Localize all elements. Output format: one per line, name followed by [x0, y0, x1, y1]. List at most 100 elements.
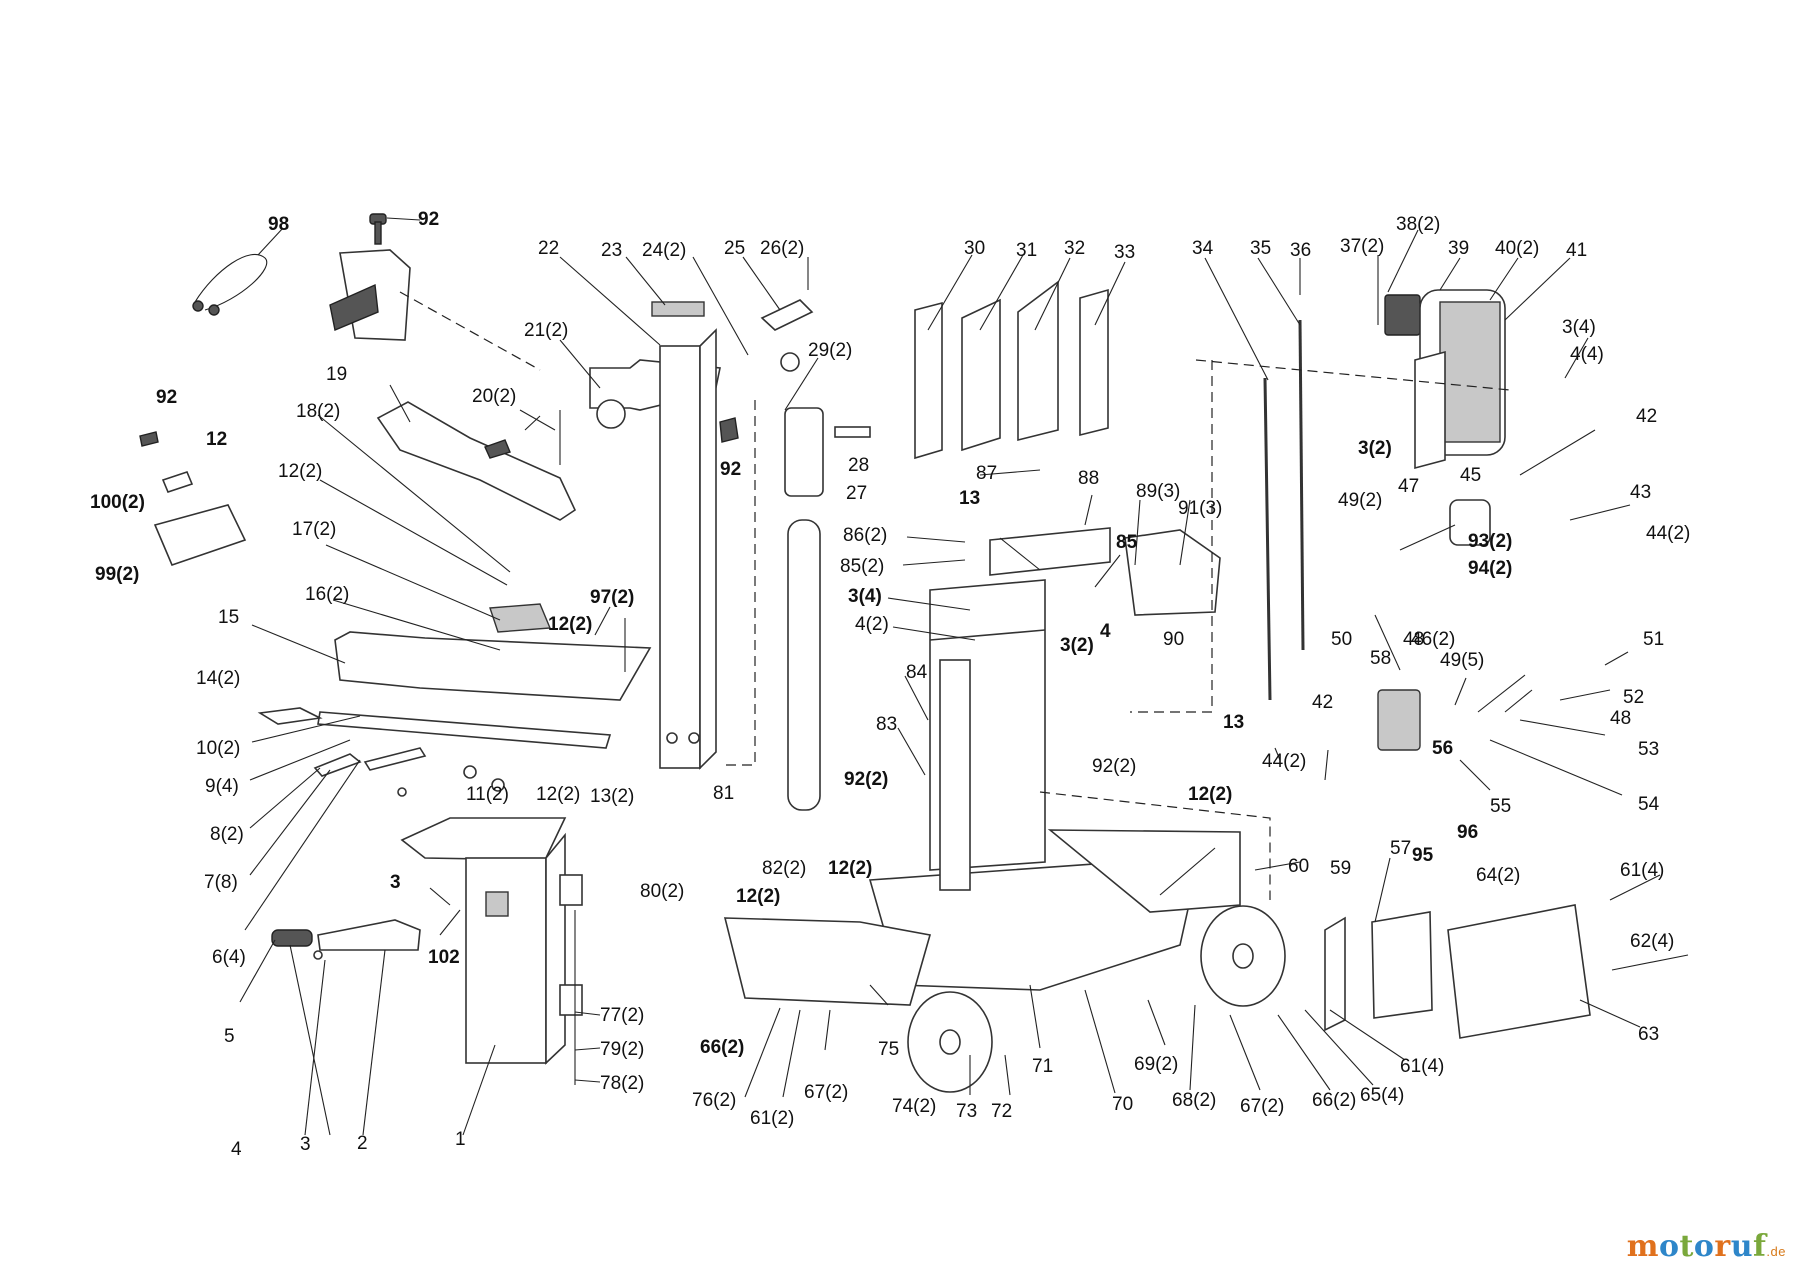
callout-label: 92 [156, 387, 177, 408]
callout-label: 67(2) [804, 1082, 848, 1103]
callout-label: 90 [1163, 629, 1184, 650]
callout-label: 40(2) [1495, 238, 1539, 259]
callout-label: 83 [876, 714, 897, 735]
brand-letter: o [1659, 1229, 1680, 1264]
callout-label: 42 [1636, 406, 1657, 427]
callout-label: 20(2) [472, 386, 516, 407]
brand-letter: o [1693, 1229, 1715, 1264]
callout-label: 46(2) [1411, 629, 1455, 650]
callout-label: 92 [720, 459, 741, 480]
callout-label: 89(3) [1136, 481, 1180, 502]
callout-label: 3 [300, 1134, 311, 1155]
callout-label: 58 [1370, 648, 1391, 669]
callout-label: 92(2) [844, 769, 888, 790]
callout-label: 52 [1623, 687, 1644, 708]
callout-label: 48 [1610, 708, 1631, 729]
callout-labels: 98 92 22 23 24(2) 25 26(2) 30 31 32 33 3… [90, 209, 1690, 1160]
callout-label: 92(2) [1092, 756, 1136, 777]
callout-label: 53 [1638, 739, 1659, 760]
callout-label: 3(4) [1562, 317, 1596, 338]
callout-label: 67(2) [1240, 1096, 1284, 1117]
callout-label: 8(2) [210, 824, 244, 845]
callout-label: 4 [231, 1139, 242, 1160]
brand-letter: m [1626, 1229, 1659, 1264]
callout-label: 18(2) [296, 401, 340, 422]
callout-label: 21(2) [524, 320, 568, 341]
callout-label: 13(2) [590, 786, 634, 807]
callout-label: 37(2) [1340, 236, 1384, 257]
callout-label: 81 [713, 783, 734, 804]
callout-label: 12(2) [828, 858, 872, 879]
callout-label: 9(4) [205, 776, 239, 797]
callout-label: 3(2) [1060, 635, 1094, 656]
callout-label: 65(4) [1360, 1085, 1404, 1106]
callout-label: 66(2) [1312, 1090, 1356, 1111]
callout-label: 10(2) [196, 738, 240, 759]
callout-label: 48 [1403, 629, 1424, 650]
callout-label: 66(2) [700, 1037, 744, 1058]
callout-label: 42 [1312, 692, 1333, 713]
callout-label: 19 [326, 364, 347, 385]
callout-label: 12(2) [736, 886, 780, 907]
callout-label: 1 [455, 1129, 466, 1150]
brand-letter: f [1753, 1229, 1767, 1264]
callout-label: 102 [428, 947, 460, 968]
callout-label: 80(2) [640, 881, 684, 902]
callout-label: 62(4) [1630, 931, 1674, 952]
callout-label: 61(4) [1400, 1056, 1444, 1077]
callout-label: 38(2) [1396, 214, 1440, 235]
callout-label: 15 [218, 607, 239, 628]
drawing-layer [139, 213, 1591, 1093]
callout-label: 45 [1460, 465, 1481, 486]
callout-label: 4 [1100, 621, 1111, 642]
callout-label: 25 [724, 238, 745, 259]
callout-label: 85 [1116, 532, 1138, 553]
callout-label: 79(2) [600, 1039, 644, 1060]
callout-label: 4(2) [855, 614, 889, 635]
callout-label: 92 [418, 209, 439, 230]
callout-label: 2 [357, 1133, 368, 1154]
callout-label: 36 [1290, 240, 1311, 261]
callout-label: 3 [390, 872, 401, 893]
callout-label: 78(2) [600, 1073, 644, 1094]
callout-label: 94(2) [1468, 558, 1512, 579]
callout-label: 64(2) [1476, 865, 1520, 886]
callout-label: 73 [956, 1101, 977, 1122]
wire-clip-part [194, 253, 268, 311]
callout-label: 6(4) [212, 947, 246, 968]
callout-label: 35 [1250, 238, 1271, 259]
brand-letter: u [1730, 1229, 1754, 1264]
brand-suffix: .de [1766, 1244, 1786, 1259]
callout-label: 47 [1398, 476, 1419, 497]
callout-label: 30 [964, 238, 985, 259]
callout-label: 56 [1432, 738, 1453, 759]
callout-label: 7(8) [204, 872, 238, 893]
callout-label: 49(2) [1338, 490, 1382, 511]
callout-label: 54 [1638, 794, 1660, 815]
callout-label: 63 [1638, 1024, 1659, 1045]
callout-label: 31 [1016, 240, 1037, 261]
callout-label: 72 [991, 1101, 1012, 1122]
callout-label: 60 [1288, 856, 1309, 877]
callout-label: 99(2) [95, 564, 139, 585]
callout-label: 44(2) [1646, 523, 1690, 544]
callout-label: 91(3) [1178, 498, 1222, 519]
callout-label: 17(2) [292, 519, 336, 540]
callout-label: 88 [1078, 468, 1099, 489]
callout-label: 11(2) [466, 784, 509, 805]
callout-label: 23 [601, 240, 622, 261]
callout-label: 97(2) [590, 587, 634, 608]
callout-label: 4(4) [1570, 344, 1604, 365]
callout-label: 61(2) [750, 1108, 794, 1129]
callout-label: 3(2) [1358, 438, 1392, 459]
callout-label: 59 [1330, 858, 1351, 879]
callout-label: 96 [1457, 822, 1478, 843]
callout-label: 76(2) [692, 1090, 736, 1111]
callout-label: 50 [1331, 629, 1352, 650]
motoruf-logo: motoruf.de [1627, 1229, 1786, 1264]
callout-label: 22 [538, 238, 559, 259]
callout-label: 100(2) [90, 492, 145, 513]
callout-label: 55 [1490, 796, 1511, 817]
callout-label: 68(2) [1172, 1090, 1216, 1111]
